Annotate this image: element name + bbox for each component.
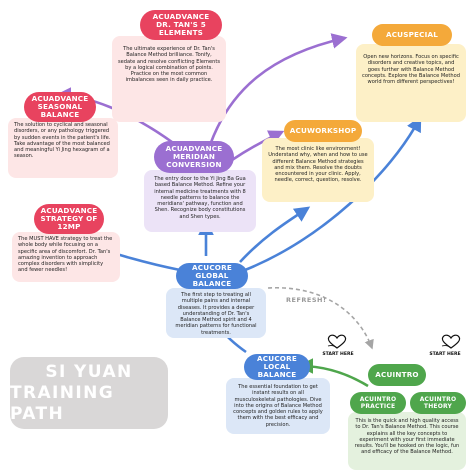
global-title[interactable]: ACUCORE GLOBAL BALANCE <box>176 263 248 289</box>
meridian-title-line3: CONVERSION <box>166 160 222 170</box>
handwritten-heart-icon <box>327 334 347 349</box>
practice-title[interactable]: ACUINTRO PRACTICE <box>350 392 406 414</box>
strategy-title-line3: 12MP <box>57 222 81 232</box>
arrow-global-to-acuspecial <box>244 115 422 272</box>
local-title-line2: LOCAL BALANCE <box>257 361 297 380</box>
theory-title-line1: ACUINTRO <box>419 396 457 403</box>
strategy-description: The MUST HAVE strategy to treat the whol… <box>12 232 120 282</box>
arrow-meridian-to-tans5 <box>208 33 348 146</box>
theory-title[interactable]: ACUINTRO THEORY <box>410 392 466 414</box>
seasonal-title-line1: ACUADVANCE <box>31 93 89 103</box>
refresh-label: REFRESH! <box>286 296 327 304</box>
practice-description: This is the quick and high quality acces… <box>348 412 466 470</box>
acuintro-title[interactable]: ACUINTRO <box>368 364 426 386</box>
banner-line-1: SI YUAN <box>45 361 133 382</box>
arrow-refresh-dashed <box>267 287 374 350</box>
practice-title-line1: ACUINTRO <box>359 396 397 403</box>
meridian-title-line1: ACUADVANCE <box>165 143 223 153</box>
start-here-label-2: START HERE <box>429 352 461 357</box>
acuworkshop-description: The most clinic like environment! Unders… <box>262 138 374 202</box>
seasonal-title[interactable]: ACUADVANCE SEASONAL BALANCE <box>24 92 96 122</box>
acuspecial-title-line1: ACUSPECIAL <box>385 29 439 39</box>
seasonal-description: The solution to cyclical and seasonal di… <box>8 118 118 178</box>
training-path-banner: SI YUAN TRAINING PATH <box>10 357 168 429</box>
tans5-title-line3: ELEMENTS <box>158 28 204 38</box>
arrow-global-to-workshop <box>239 206 311 263</box>
strategy-title-line1: ACUADVANCE <box>40 205 98 215</box>
global-title-line2: GLOBAL BALANCE <box>192 270 232 289</box>
local-title[interactable]: ACUCORE LOCAL BALANCE <box>244 354 310 380</box>
practice-title-line2: PRACTICE <box>360 403 396 410</box>
tans5-description: The ultimate experience of Dr. Tan's Bal… <box>112 36 226 122</box>
theory-title-line2: THEORY <box>423 403 453 410</box>
local-title-line1: ACUCORE <box>257 353 297 363</box>
acuworkshop-title[interactable]: ACUWORKSHOP <box>284 120 362 142</box>
acuspecial-description: Open new horizons. Focus on specific dis… <box>356 44 466 122</box>
meridian-description: The entry door to the Yi Jing Ba Gua bas… <box>144 170 256 232</box>
strategy-title[interactable]: ACUADVANCE STRATEGY OF 12MP <box>34 204 104 234</box>
meridian-title[interactable]: ACUADVANCE MERIDIAN CONVERSION <box>154 141 234 173</box>
meridian-title-line2: MERIDIAN <box>172 151 216 161</box>
acuworkshop-title-line1: ACUWORKSHOP <box>289 125 357 135</box>
start-here-label-1: START HERE <box>322 352 354 357</box>
strategy-title-line2: STRATEGY OF <box>40 213 98 223</box>
handwritten-heart-icon <box>441 334 461 349</box>
seasonal-title-line3: BALANCE <box>40 110 80 120</box>
global-description: The first step to treating all multiple … <box>166 288 266 338</box>
tans5-title[interactable]: ACUADVANCE DR. TAN'S 5 ELEMENTS <box>140 10 222 40</box>
global-title-line1: ACUCORE <box>192 262 232 272</box>
local-description: The essential foundation to get instant … <box>226 378 330 434</box>
arrow-meridian-to-workshop <box>231 130 285 162</box>
acuspecial-title[interactable]: ACUSPECIAL <box>372 24 452 46</box>
tans5-title-line1: ACUADVANCE <box>152 11 210 21</box>
tans5-title-line2: DR. TAN'S 5 <box>156 19 206 29</box>
acuintro-title-line1: ACUINTRO <box>375 369 419 379</box>
seasonal-title-line2: SEASONAL <box>37 101 83 111</box>
banner-line-2: TRAINING PATH <box>10 382 115 424</box>
